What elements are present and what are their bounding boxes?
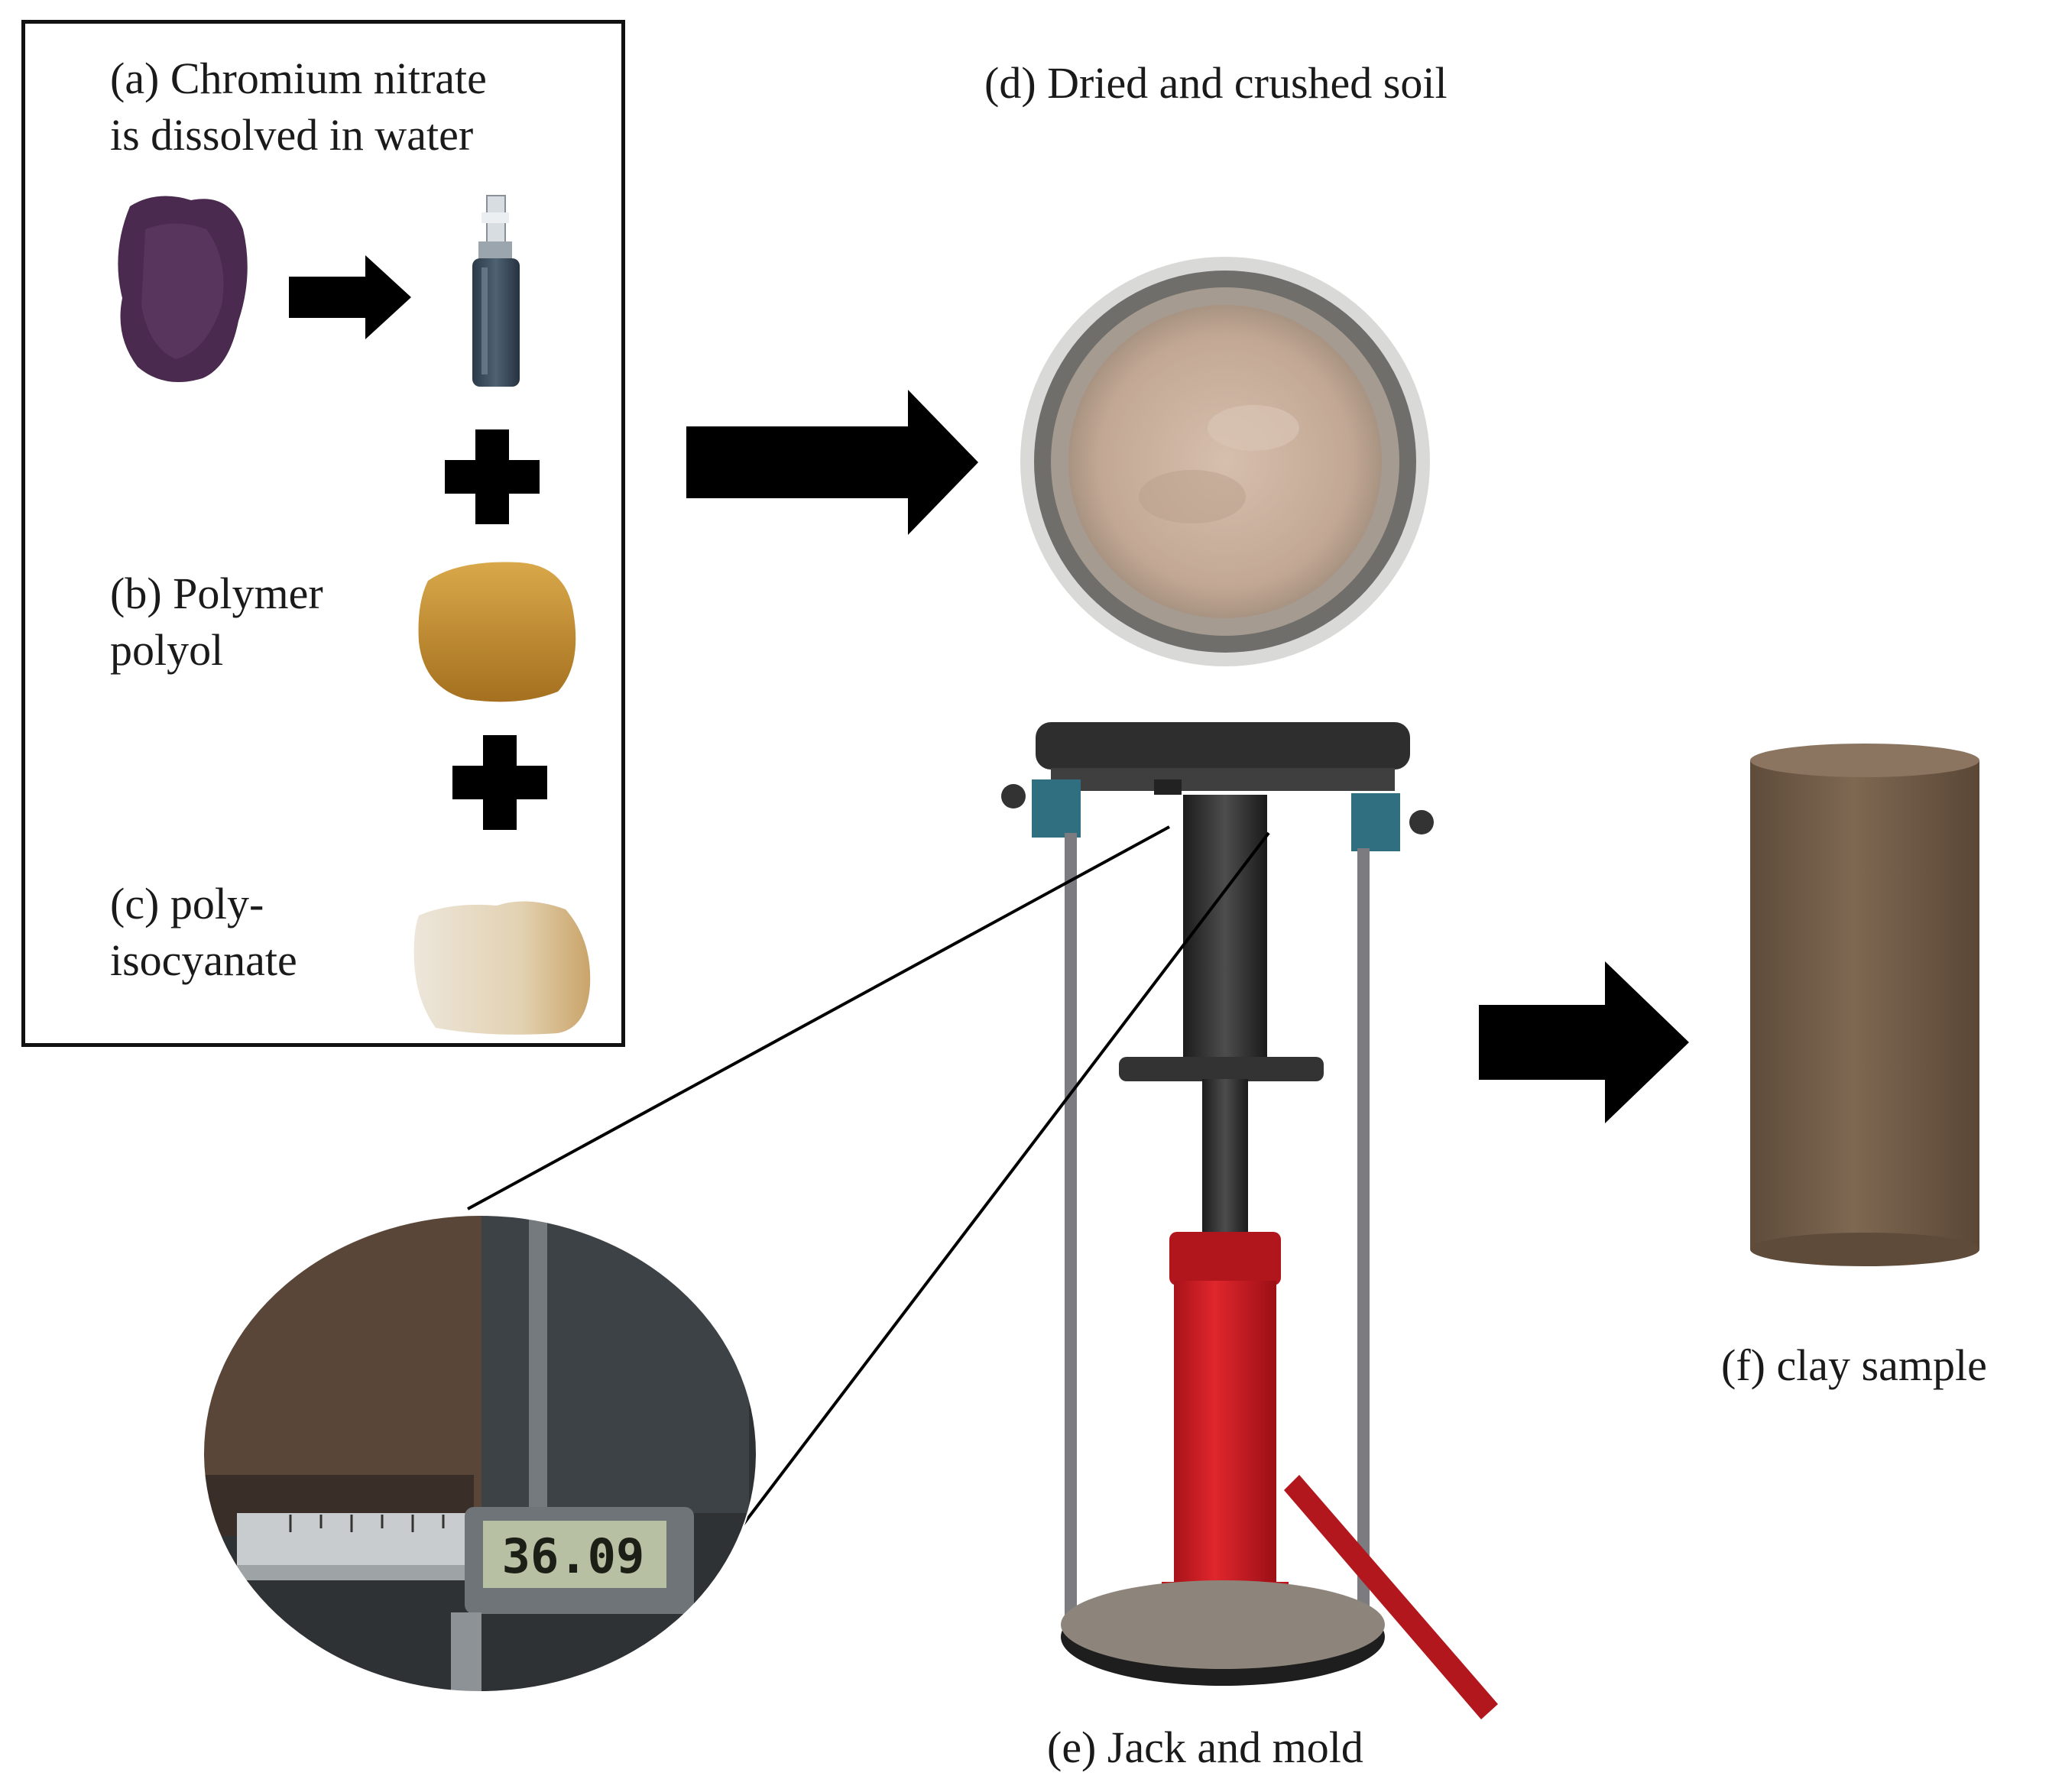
zoom-line: [467, 825, 1170, 1210]
clay-sample-cylinder: [1750, 744, 1979, 1266]
spray-bottle-icon: [472, 195, 520, 387]
label-c-line2: isocyanate: [110, 935, 297, 985]
arrow-right-icon: [289, 255, 411, 339]
label-a-line2: is dissolved in water: [110, 110, 474, 160]
label-b-line1: (b) Polymer: [110, 569, 323, 618]
materials-box: [21, 20, 625, 1047]
soil-bowl: [1020, 257, 1430, 666]
caliper-zoom-inset: [203, 1215, 757, 1692]
zoom-line: [675, 831, 1270, 1614]
polyisocyanate-sample: [413, 901, 591, 1035]
polymer-polyol-sample: [418, 562, 576, 702]
plus-icon: [445, 429, 540, 524]
caliper-readout: 36.09: [502, 1528, 645, 1584]
plus-icon: [452, 735, 547, 830]
label-e: (e) Jack and mold: [1047, 1722, 1363, 1772]
jack-and-mold-apparatus: [1001, 722, 1498, 1719]
label-f: (f) clay sample: [1721, 1340, 1987, 1390]
arrow-right-icon: [1479, 961, 1689, 1123]
arrow-right-icon: [686, 390, 978, 535]
chromium-nitrate-crystals: [118, 196, 248, 382]
label-a-line1: (a) Chromium nitrate: [110, 53, 487, 103]
label-d: (d) Dried and crushed soil: [984, 58, 1448, 108]
label-c-line1: (c) poly-: [110, 879, 264, 928]
label-b-line2: polyol: [110, 625, 224, 675]
